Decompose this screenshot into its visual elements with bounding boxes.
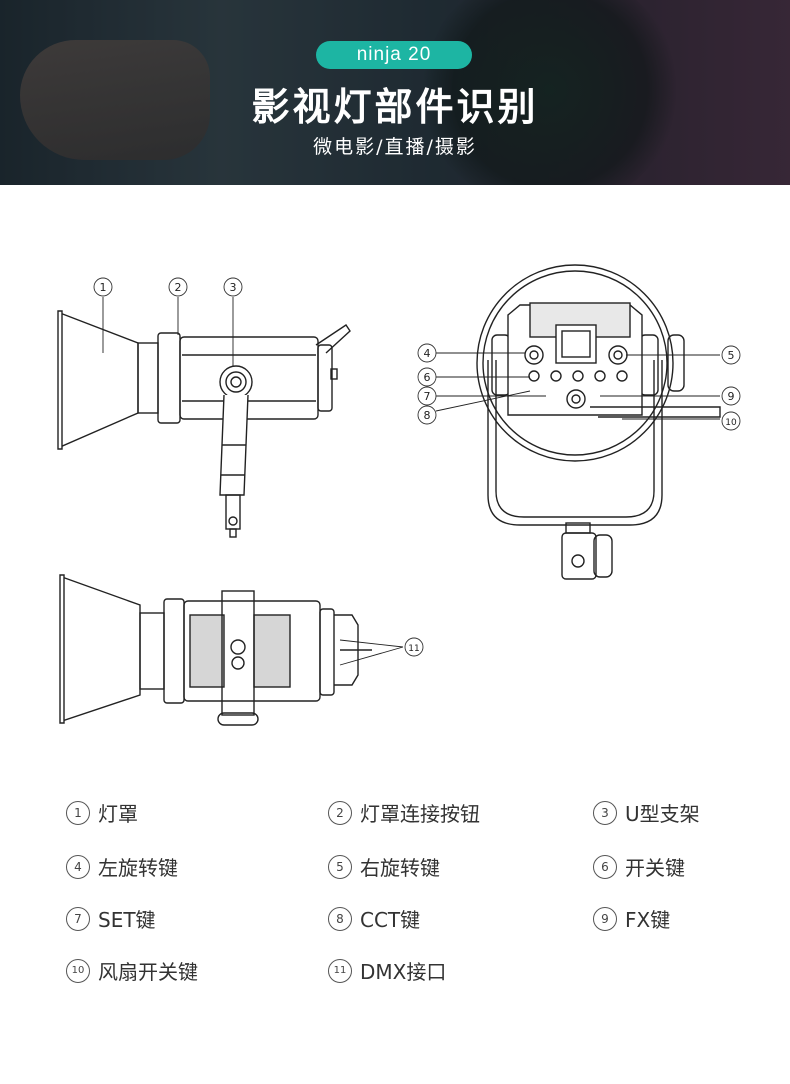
svg-text:9: 9 (728, 390, 735, 403)
svg-text:11: 11 (408, 644, 419, 654)
product-badge: ninja 20 (316, 41, 472, 69)
banner-photo-hand (20, 40, 210, 160)
top-view-light (59, 574, 372, 726)
parts-diagram: 1 2 3 4 5 6 7 8 9 10 11 (57, 264, 741, 726)
callout-3: 3 (223, 277, 243, 297)
page-title: 影视灯部件识别 (251, 85, 539, 129)
callout-1: 1 (93, 277, 113, 297)
rear-view-light (476, 264, 721, 580)
callout-7: 7 (417, 386, 437, 406)
svg-text:2: 2 (175, 281, 182, 294)
callout-8: 8 (417, 405, 437, 425)
header-banner: ninja 20 影视灯部件识别 微电影/直播/摄影 (0, 0, 790, 185)
svg-text:3: 3 (230, 281, 237, 294)
callout-5: 5 (721, 345, 741, 365)
callout-10: 10 (721, 411, 741, 431)
callout-leaders (102, 297, 720, 666)
svg-text:10: 10 (725, 418, 737, 428)
callout-6: 6 (417, 367, 437, 387)
callout-2: 2 (168, 277, 188, 297)
side-view-light (57, 310, 351, 538)
svg-text:6: 6 (424, 371, 431, 384)
svg-text:1: 1 (100, 281, 107, 294)
callout-markers: 1 2 3 4 5 6 7 8 9 10 11 (93, 277, 741, 657)
svg-text:5: 5 (728, 349, 735, 362)
svg-text:7: 7 (424, 390, 431, 403)
callout-11: 11 (404, 637, 424, 657)
callout-4: 4 (417, 343, 437, 363)
page-subtitle: 微电影/直播/摄影 (313, 136, 477, 158)
banner-overlay (0, 0, 790, 185)
banner-photo-light (420, 0, 680, 185)
svg-text:4: 4 (424, 347, 431, 360)
svg-text:8: 8 (424, 409, 431, 422)
callout-9: 9 (721, 386, 741, 406)
